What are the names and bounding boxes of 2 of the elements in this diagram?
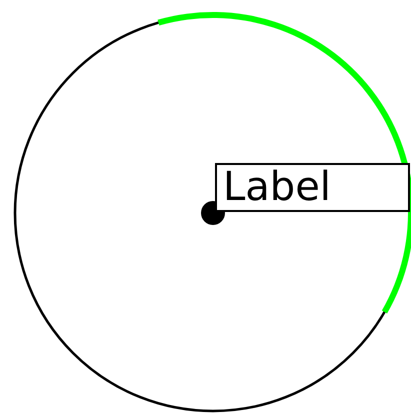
label-box [215,163,410,212]
label-text: Label [223,164,331,210]
